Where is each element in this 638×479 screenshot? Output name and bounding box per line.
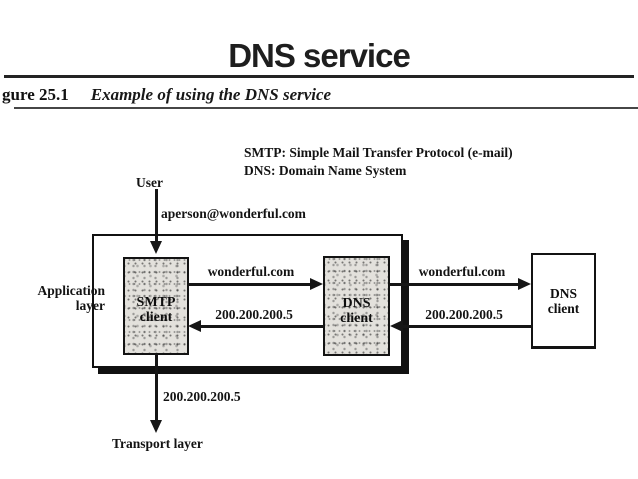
dns-client-local-label-line2: client [340, 311, 373, 326]
smtp-to-transport-arrowhead-icon [150, 420, 162, 433]
response2-arrowhead-icon [390, 320, 403, 332]
application-layer-label-line1: Application [37, 283, 105, 298]
response1-label: 200.200.200.5 [215, 307, 293, 322]
title-underline [4, 75, 634, 78]
smtp-client-box: SMTP client [123, 257, 189, 355]
query2-label: wonderful.com [418, 264, 506, 279]
legend-dns: DNS: Domain Name System [244, 163, 407, 178]
slide-title: DNS service [228, 37, 411, 74]
response2-label: 200.200.200.5 [425, 307, 503, 322]
query2-arrow-line [390, 283, 519, 286]
response1-arrow-line [201, 325, 324, 328]
user-label: User [136, 175, 163, 190]
query2-arrowhead-icon [518, 278, 531, 290]
caption-rule [14, 107, 638, 109]
application-layer-box [92, 234, 403, 368]
response1-arrowhead-icon [188, 320, 201, 332]
dns-client-remote-label-line1: DNS [549, 285, 577, 301]
figure-number: gure 25.1 [2, 85, 69, 104]
user-to-smtp-arrowhead-icon [150, 241, 162, 254]
application-layer-label: Application layer [24, 283, 105, 313]
smtp-client-label-line1: SMTP [136, 295, 176, 310]
application-layer-label-line2: layer [75, 297, 105, 313]
dns-client-local-label-line1: DNS [342, 296, 371, 311]
transport-layer-label: Transport layer [112, 436, 203, 451]
email-address-label: aperson@wonderful.com [161, 206, 306, 221]
smtp-to-transport-arrow-line [155, 354, 158, 421]
figure-caption-text: Example of using the DNS service [90, 85, 332, 104]
dns-client-remote-box: DNS client [531, 253, 596, 349]
legend-smtp: SMTP: Simple Mail Transfer Protocol (e-m… [244, 145, 513, 160]
query1-arrowhead-icon [310, 278, 323, 290]
figure-caption: gure 25.1 Example of using the DNS servic… [2, 85, 331, 105]
response2-arrow-line [403, 325, 531, 328]
query1-arrow-line [189, 283, 312, 286]
dns-client-local-box: DNS client [323, 256, 390, 356]
user-to-smtp-arrow-line [155, 189, 158, 244]
transport-ip-label: 200.200.200.5 [163, 389, 241, 404]
query1-label: wonderful.com [207, 264, 295, 279]
smtp-client-label-line2: client [139, 310, 173, 325]
dns-client-remote-label-line2: client [547, 300, 580, 316]
